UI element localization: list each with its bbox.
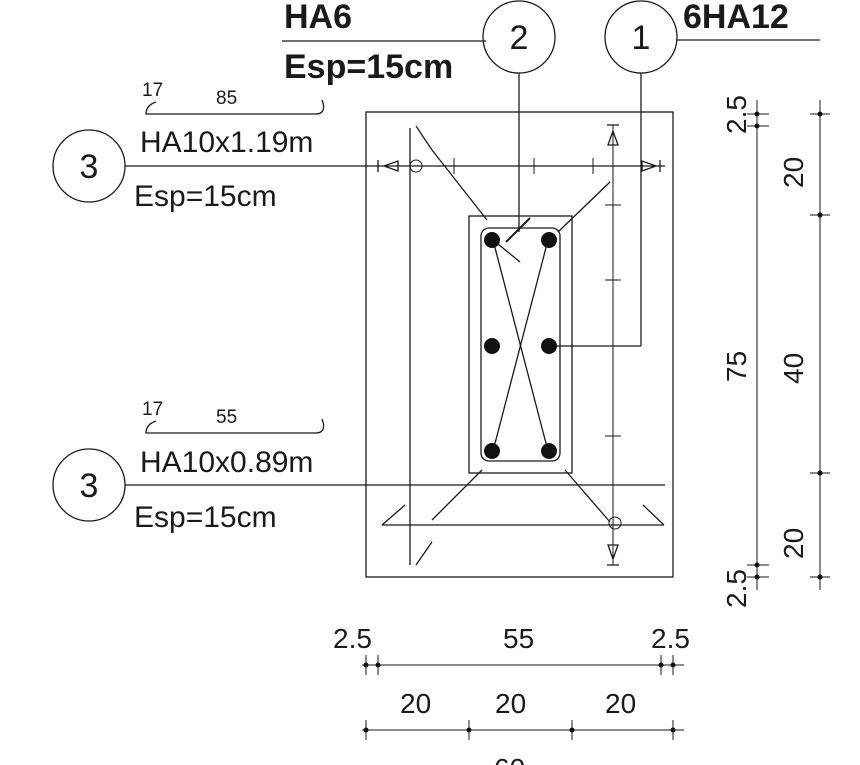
rebar-top-left <box>484 232 500 248</box>
dim-right-outer <box>810 100 830 590</box>
dim-seg-bottom: 20 <box>778 528 809 559</box>
dim-total-width: 60 <box>494 753 525 765</box>
tie-bottom-shape <box>145 418 325 434</box>
marker-2: 2 <box>482 0 556 232</box>
tie-top-shape <box>145 99 325 115</box>
dim-cover-top: 2.5 <box>721 95 752 134</box>
tie-top-spacing: Esp=15cm <box>134 180 277 213</box>
tie-distribution-vertical <box>605 124 622 566</box>
tie-top-callout: 17 85 HA10x1.19m Esp=15cm 3 <box>52 80 665 213</box>
dim-cover-left: 2.5 <box>333 623 372 654</box>
stirrup-bar-label: HA6 <box>284 0 352 36</box>
main-bars-label: 6HA12 <box>683 0 789 36</box>
dim-bottom-inner <box>362 655 684 675</box>
rebar-mid-left <box>484 338 500 354</box>
marker-3-bottom-number: 3 <box>80 467 99 505</box>
dim-seg-mid: 40 <box>778 353 809 384</box>
outer-tie <box>381 125 665 566</box>
dim-inner-width: 55 <box>503 623 534 654</box>
tie-bottom-bar: HA10x0.89m <box>140 446 313 479</box>
tie-bottom-hook: 17 <box>142 399 163 420</box>
rebars <box>484 232 557 459</box>
tie-top-bar: HA10x1.19m <box>140 126 313 159</box>
marker-2-number: 2 <box>510 19 529 57</box>
marker-1-number: 1 <box>632 19 651 57</box>
stirrup <box>468 215 573 474</box>
dim-seg-left: 20 <box>400 688 431 719</box>
tie-bottom-spacing: Esp=15cm <box>134 501 277 534</box>
dim-right-inner <box>747 100 769 590</box>
dim-seg-right: 20 <box>605 688 636 719</box>
rebar-mid-right <box>541 338 557 354</box>
tie-top-length: 85 <box>216 88 237 109</box>
rebar-bottom-left <box>484 443 500 459</box>
rebar-bottom-right <box>541 443 557 459</box>
stirrup-spacing-label: Esp=15cm <box>284 48 453 86</box>
dim-cover-right: 2.5 <box>651 623 690 654</box>
dim-total-height: 75 <box>721 351 752 382</box>
tie-top-hook: 17 <box>142 80 163 101</box>
concrete-section-outline <box>365 111 674 578</box>
dim-bottom-outer <box>362 720 684 740</box>
tie-bottom-length: 55 <box>216 407 237 428</box>
rebar-top-right <box>541 232 557 248</box>
dim-seg-middle: 20 <box>495 688 526 719</box>
marker-3-top-number: 3 <box>80 148 99 186</box>
tie-bottom-callout: 17 55 HA10x0.89m Esp=15cm 3 <box>52 399 665 534</box>
dim-seg-top: 20 <box>778 157 809 188</box>
dim-cover-bottom: 2.5 <box>721 569 752 608</box>
marker-1: 1 <box>548 0 678 347</box>
